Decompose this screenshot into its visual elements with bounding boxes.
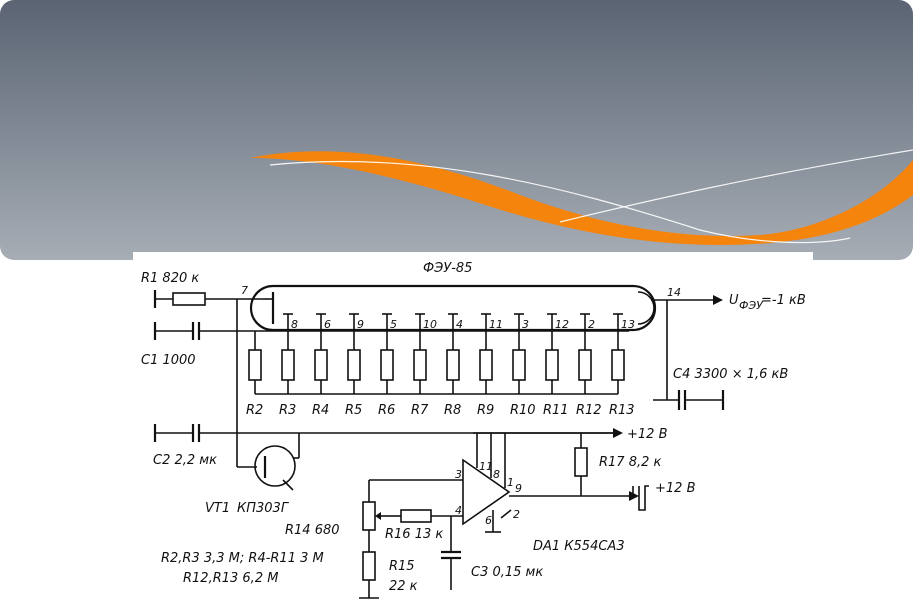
opamp-pin-6: 6 [485, 514, 492, 527]
resistor-values-note-2: R12,R13 6,2 М [183, 571, 278, 586]
resistor-r6 [380, 349, 394, 381]
r14-potentiometer [362, 501, 376, 531]
tube-label: ФЭУ-85 [423, 261, 472, 276]
r14-label: R14 680 [285, 523, 340, 538]
orange-swoosh-decoration [250, 149, 913, 245]
resistor-values-note-1: R2,R3 3,3 М; R4-R11 3 М [161, 551, 324, 566]
r16-label: R16 13 к [385, 527, 443, 542]
da1-label: DA1 К554СА3 [533, 539, 625, 554]
label-r2: R2 [246, 403, 263, 418]
dynode-pin-9: 9 [357, 318, 364, 331]
label-r9: R9 [477, 403, 494, 418]
label-r8: R8 [444, 403, 461, 418]
vt1-label: VT1 [205, 501, 230, 516]
pin-cathode: 7 [241, 284, 248, 297]
c4-label: C4 3300 × 1,6 кВ [673, 367, 788, 382]
dynode-pin-8: 8 [291, 318, 298, 331]
supply-label: +12 В [627, 427, 668, 442]
vt1-type: КП303Г [237, 501, 290, 516]
dynode-pin-2: 2 [588, 318, 595, 331]
dynode-pin-3: 3 [522, 318, 529, 331]
opamp-pin-1: 1 [507, 476, 514, 489]
r1-resistor [172, 292, 206, 306]
resistor-r4 [314, 349, 328, 381]
resistor-r12 [578, 349, 592, 381]
dynode-pin-10: 10 [423, 318, 437, 331]
c2-label: C2 2,2 мк [153, 453, 217, 468]
resistor-r5 [347, 349, 361, 381]
out-label: +12 В [655, 481, 696, 496]
label-r10: R10 [510, 403, 536, 418]
resistor-r9 [479, 349, 493, 381]
resistor-r10 [512, 349, 526, 381]
opamp-pin-8: 8 [493, 468, 500, 481]
opamp-pin-4: 4 [455, 504, 462, 517]
slide-header-band [0, 0, 913, 260]
dynode-pin-13: 13 [621, 318, 635, 331]
r15-resistor [362, 551, 376, 581]
label-r7: R7 [411, 403, 429, 418]
dynode-pin-4: 4 [456, 318, 463, 331]
dynode-pin-12: 12 [555, 318, 569, 331]
resistor-r8 [446, 349, 460, 381]
opamp-pin-3: 3 [455, 468, 462, 481]
da1-comparator [462, 458, 511, 526]
output-label-value: =-1 кВ [761, 293, 806, 308]
opamp-pin-2: 2 [513, 508, 520, 521]
r15-label: R15 [389, 559, 415, 574]
output-label-sub: ФЭУ [739, 299, 764, 312]
resistor-r3 [281, 349, 295, 381]
dynode-pin-6: 6 [324, 318, 331, 331]
pin-anode: 14 [667, 286, 681, 299]
dynode-pin-5: 5 [390, 318, 397, 331]
r17-label: R17 8,2 к [599, 455, 662, 470]
label-r12: R12 [576, 403, 602, 418]
label-r6: R6 [378, 403, 395, 418]
r15-value: 22 к [389, 579, 418, 594]
pmt-envelope [249, 284, 657, 332]
r1-label: R1 820 к [141, 271, 199, 286]
resistor-r13 [611, 349, 625, 381]
label-r5: R5 [345, 403, 362, 418]
output-arrow [713, 295, 723, 305]
c1-label: C1 1000 [141, 353, 196, 368]
label-r3: R3 [279, 403, 296, 418]
output-label-main: U [729, 293, 739, 308]
label-r11: R11 [543, 403, 569, 418]
resistor-r11 [545, 349, 559, 381]
dynode-pin-11: 11 [489, 318, 503, 331]
anode-mark [637, 291, 655, 325]
c3-label: C3 0,15 мк [471, 565, 543, 580]
vt1-transistor [254, 445, 296, 487]
label-r4: R4 [312, 403, 329, 418]
label-r13: R13 [609, 403, 635, 418]
opamp-pin-9: 9 [515, 482, 522, 495]
r16-resistor [400, 509, 432, 523]
resistor-r2 [248, 349, 262, 381]
opamp-pin-11: 11 [479, 460, 493, 473]
resistor-r7 [413, 349, 427, 381]
r17-resistor [574, 447, 588, 477]
